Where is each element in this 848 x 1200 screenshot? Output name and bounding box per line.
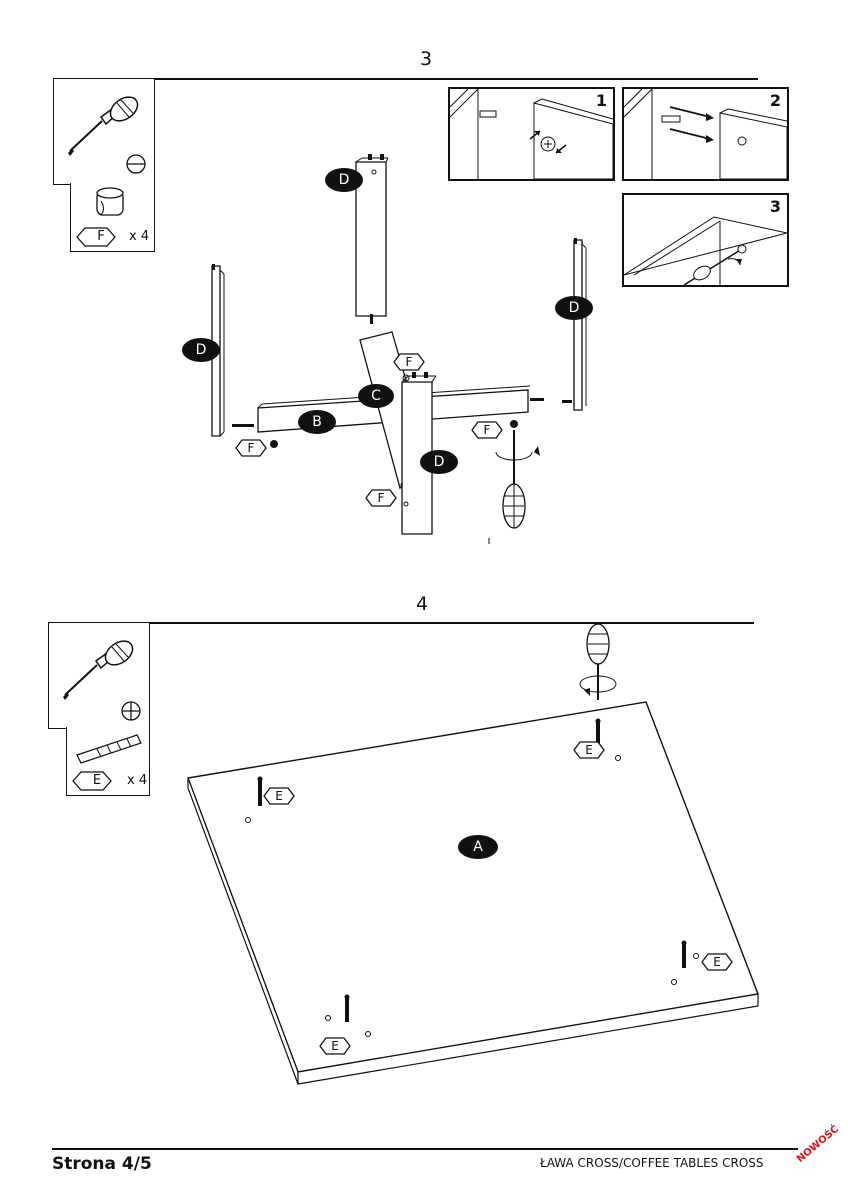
page-number: Strona 4/5 <box>52 1154 152 1174</box>
document-title: ŁAWA CROSS/COFFEE TABLES CROSS <box>540 1156 764 1170</box>
label-C: C <box>358 384 394 408</box>
detail-inset-1: 1 <box>448 87 615 181</box>
step-3-rule <box>92 78 758 80</box>
tag-F-1: F <box>405 355 413 369</box>
dowel-screw-3 <box>671 940 699 985</box>
part-label-F: F <box>97 229 105 244</box>
label-D-front: D <box>420 450 458 474</box>
step-3-number: 3 <box>419 48 433 70</box>
tag-E-4: E <box>331 1039 339 1053</box>
dowel-screw-4 <box>325 994 371 1037</box>
tag-F-3: F <box>483 423 491 437</box>
footer-rule <box>52 1148 798 1150</box>
detail-inset-2: 2 <box>622 87 789 181</box>
tool-box-phillips-screwdriver <box>48 622 150 729</box>
step-4-number: 4 <box>415 593 429 615</box>
tag-E-2: E <box>585 743 593 757</box>
dowel-screw-1 <box>245 776 263 823</box>
inset-2-number: 2 <box>769 91 781 110</box>
detail-inset-3: 3 <box>622 193 789 287</box>
tag-F-4: F <box>377 491 385 505</box>
label-D-right: D <box>555 296 593 320</box>
leg-D-right <box>573 239 583 411</box>
tag-E-1: E <box>275 789 283 803</box>
step-4-rule <box>88 622 754 624</box>
part-quantity-E: x 4 <box>127 773 148 788</box>
cam-lock-icon <box>76 187 124 247</box>
part-label-E: E <box>92 773 102 788</box>
inset-3-drawing <box>623 216 788 286</box>
tool-box-flat-screwdriver <box>53 78 155 185</box>
leg-D-back <box>355 161 387 317</box>
screwdriver-top-icon <box>579 623 617 700</box>
inset-2-drawing <box>623 88 788 180</box>
f-tags <box>235 353 503 507</box>
label-B: B <box>298 410 336 434</box>
part-quantity: x 4 <box>129 229 150 244</box>
tag-F-2: F <box>247 441 255 455</box>
leg-D-front <box>401 381 433 535</box>
dowel-screw-icon <box>72 734 142 791</box>
flat-screwdriver-icon <box>68 96 146 174</box>
inset-1-drawing <box>449 88 614 180</box>
screwdriver-icon <box>495 430 540 529</box>
inset-3-number: 3 <box>769 197 781 216</box>
tag-E-3: E <box>713 955 721 969</box>
part-box-E: E x 4 <box>66 727 150 796</box>
label-D-top: D <box>325 168 363 192</box>
label-D-left: D <box>182 338 220 362</box>
inset-1-number: 1 <box>595 91 607 110</box>
part-box-F: F x 4 <box>70 183 155 252</box>
label-A: A <box>458 835 498 859</box>
phillips-screwdriver-icon <box>63 640 141 721</box>
